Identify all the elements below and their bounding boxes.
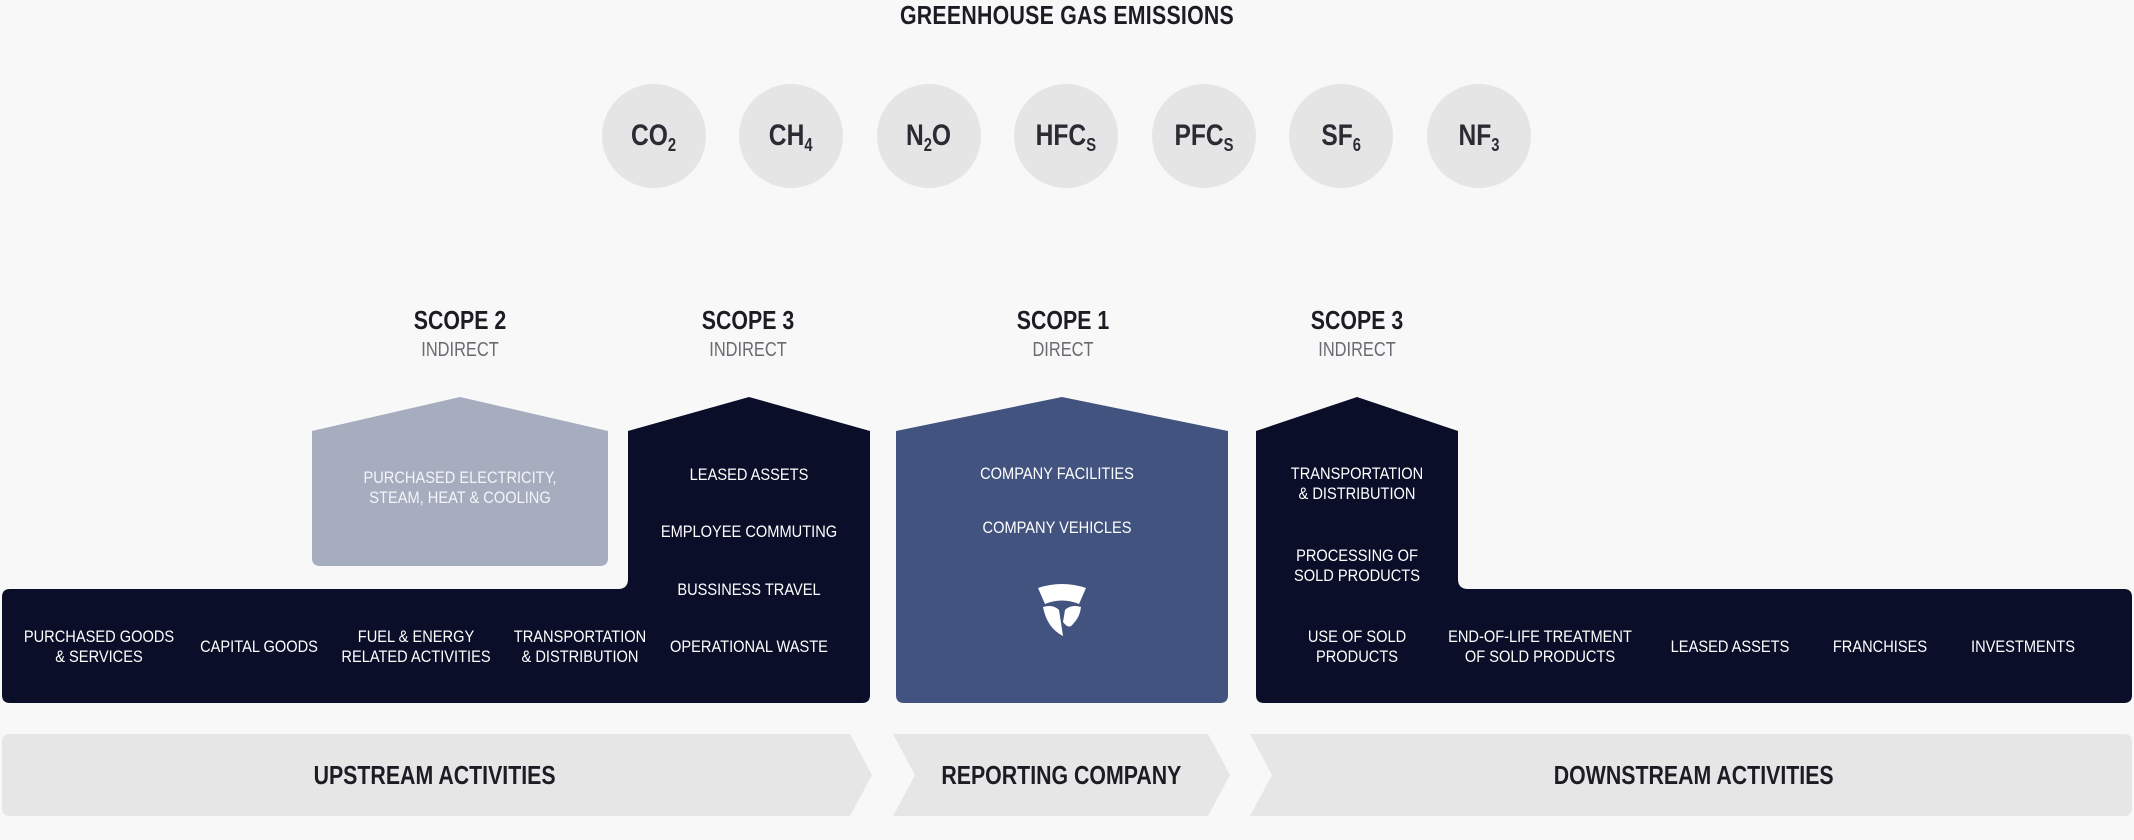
- scope3-upstream-item: OPERATIONAL WASTE: [670, 637, 828, 656]
- company-logo-icon: [1038, 584, 1086, 636]
- downstream-band: [1250, 734, 2132, 816]
- scope3-downstream-item: PROCESSING OF SOLD PRODUCTS: [1294, 546, 1420, 585]
- scope3-upstream-item: BUSSINESS TRAVEL: [677, 580, 821, 599]
- diagram-title: GREENHOUSE GAS EMISSIONS: [899, 0, 1235, 30]
- downstream-activities-label: DOWNSTREAM ACTIVITIES: [1554, 759, 1834, 790]
- downstream-row-item: INVESTMENTS: [1971, 637, 2075, 656]
- upstream-row-item: TRANSPORTATION & DISTRIBUTION: [513, 627, 647, 666]
- scope3-upstream-heading: SCOPE 3 INDIRECT: [628, 305, 868, 362]
- downstream-block: [1256, 397, 2132, 703]
- upstream-row-item: PURCHASED GOODS & SERVICES: [23, 627, 175, 666]
- upstream-block: [2, 397, 870, 703]
- gas-n2o: N2O: [877, 84, 981, 188]
- gas-ch4: CH4: [739, 84, 843, 188]
- downstream-activities-label-wrap: DOWNSTREAM ACTIVITIES: [1258, 734, 2130, 816]
- scope3-upstream-item: LEASED ASSETS: [689, 465, 809, 484]
- upstream-row-item: FUEL & ENERGY RELATED ACTIVITIES: [341, 627, 491, 666]
- downstream-row-item: USE OF SOLD PRODUCTS: [1307, 627, 1407, 666]
- gas-sf6: SF6: [1289, 84, 1393, 188]
- scope1-item: COMPANY VEHICLES: [982, 518, 1132, 537]
- scope3-upstream-type: INDIRECT: [709, 339, 787, 361]
- scope2-house: [312, 397, 608, 566]
- downstream-row-item: END-OF-LIFE TREATMENT OF SOLD PRODUCTS: [1448, 627, 1632, 666]
- scope1-heading: SCOPE 1 DIRECT: [943, 305, 1183, 362]
- scope1-type: DIRECT: [1032, 339, 1094, 361]
- gas-nf3: NF3: [1427, 84, 1531, 188]
- upstream-activities-label-wrap: UPSTREAM ACTIVITIES: [2, 734, 868, 816]
- scope1-item: COMPANY FACILITIES: [980, 464, 1134, 483]
- downstream-row-item: FRANCHISES: [1832, 637, 1928, 656]
- gas-hfcs: HFCS: [1014, 84, 1118, 188]
- gas-co2: CO2: [602, 84, 706, 188]
- upstream-band: [2, 734, 872, 816]
- scope2-item: PURCHASED ELECTRICITY, STEAM, HEAT & COO…: [363, 468, 557, 507]
- gas-pfcs: PFCS: [1152, 84, 1256, 188]
- scope2-heading: SCOPE 2 INDIRECT: [340, 305, 580, 362]
- scope2-type: INDIRECT: [421, 339, 499, 361]
- upstream-activities-label: UPSTREAM ACTIVITIES: [313, 759, 557, 790]
- scope2-name: SCOPE 2: [413, 305, 507, 335]
- scope3-downstream-item: TRANSPORTATION & DISTRIBUTION: [1290, 464, 1424, 503]
- scope3-downstream-type: INDIRECT: [1318, 339, 1396, 361]
- downstream-row-item: LEASED ASSETS: [1670, 637, 1790, 656]
- upstream-row-item: CAPITAL GOODS: [200, 637, 318, 656]
- reporting-company-label: REPORTING COMPANY: [941, 759, 1182, 790]
- scope3-upstream-item: EMPLOYEE COMMUTING: [660, 522, 838, 541]
- scope3-downstream-heading: SCOPE 3 INDIRECT: [1237, 305, 1477, 362]
- reporting-company-label-wrap: REPORTING COMPANY: [893, 734, 1230, 816]
- scope3-downstream-name: SCOPE 3: [1310, 305, 1404, 335]
- scope1-house: [896, 397, 1228, 703]
- scope3-upstream-name: SCOPE 3: [701, 305, 795, 335]
- reporting-band: [893, 734, 1230, 816]
- scope1-name: SCOPE 1: [1016, 305, 1110, 335]
